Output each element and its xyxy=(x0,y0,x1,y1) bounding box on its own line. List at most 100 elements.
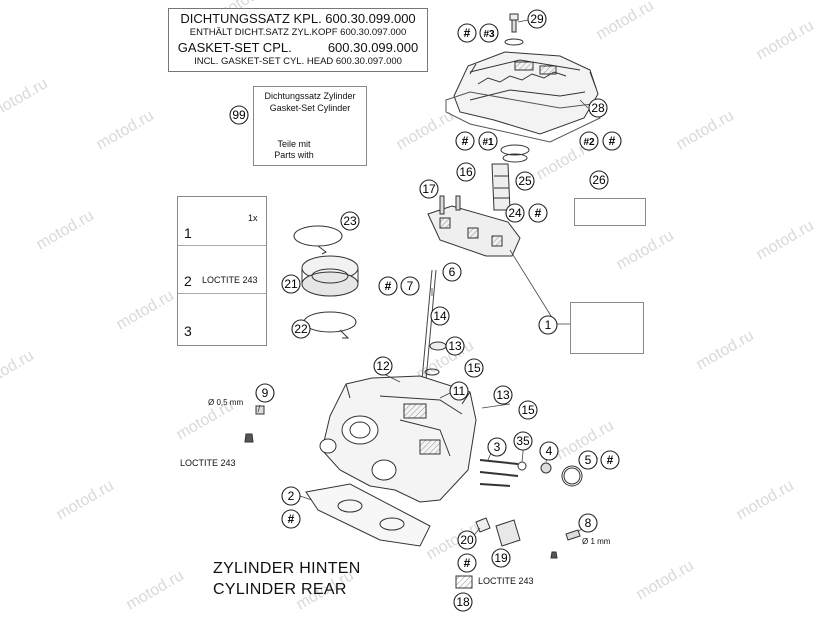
callout-c20: 20 xyxy=(457,530,477,550)
callout-c21: 21 xyxy=(281,274,301,294)
step-2-label: 2 xyxy=(184,273,192,289)
callout-c6-ring xyxy=(442,262,462,282)
callout-c-hash-7-label: # xyxy=(385,279,392,293)
callout-c13b-ring xyxy=(493,385,513,405)
callout-c28-label: 28 xyxy=(591,101,605,115)
callout-c-hash-5: # xyxy=(600,450,620,470)
loctite-left-label: LOCTITE 243 xyxy=(180,458,236,468)
set-box-line-2: Gasket-Set Cylinder xyxy=(269,103,351,113)
callout-c18b: 18 xyxy=(453,592,473,612)
callout-c-hash-mid-ring xyxy=(455,131,475,151)
watermark-text: motod.ru xyxy=(124,567,187,613)
callout-c8: 8 xyxy=(578,513,598,533)
watermark-text: motod.ru xyxy=(394,107,457,153)
callout-c-h2-right: #2 xyxy=(579,131,599,151)
callout-c22: 22 xyxy=(291,319,311,339)
count-label: 1x xyxy=(248,213,258,223)
callout-c6-label: 6 xyxy=(449,265,456,279)
watermark-text: motod.ru xyxy=(0,347,37,393)
callout-c-hash-5-label: # xyxy=(607,453,614,467)
callout-c7-label: 7 xyxy=(407,279,414,293)
callout-c12-label: 12 xyxy=(376,359,390,373)
callout-c9: 9 xyxy=(255,383,275,403)
callout-c1-label: 1 xyxy=(545,318,552,332)
callout-c14-ring xyxy=(430,306,450,326)
watermark-text: motod.ru xyxy=(614,227,677,273)
callout-c15b-label: 15 xyxy=(521,403,535,417)
set-box-line-4: Parts with xyxy=(274,150,314,160)
watermark-text: motod.ru xyxy=(594,0,657,43)
callout-c-hash-7: # xyxy=(378,276,398,296)
header-line-1: DICHTUNGSSATZ KPL. 600.30.099.000 xyxy=(180,11,416,26)
callout-c12-ring xyxy=(373,356,393,376)
callout-c-hash-20: # xyxy=(457,553,477,573)
diameter-0-5-label: Ø 0,5 mm xyxy=(208,398,244,407)
callout-c20-label: 20 xyxy=(460,533,474,547)
callout-c3-label: 3 xyxy=(494,440,501,454)
callout-c9-label: 9 xyxy=(262,386,269,400)
header-line-3: GASKET-SET CPL. 600.30.099.000 xyxy=(177,40,419,55)
callout-c2-ring xyxy=(281,486,301,506)
callout-c13b: 13 xyxy=(493,385,513,405)
callout-c-hash-24: # xyxy=(528,203,548,223)
callout-c-hash-5-ring xyxy=(600,450,620,470)
callout-c18b-ring xyxy=(453,592,473,612)
callout-c13a-ring xyxy=(445,336,465,356)
callout-c16: 16 xyxy=(456,162,476,182)
callout-c4-ring xyxy=(539,441,559,461)
gasket-set-cylinder-box: Dichtungssatz Zylinder Gasket-Set Cylind… xyxy=(253,86,367,166)
callout-c17-ring xyxy=(419,179,439,199)
callout-99: 99 xyxy=(229,105,249,125)
watermark-text: motod.ru xyxy=(34,207,97,253)
callout-c-hash-mid: # xyxy=(455,131,475,151)
callout-c24: 24 xyxy=(505,203,525,223)
callout-c28: 28 xyxy=(588,98,608,118)
callout-c35: 35 xyxy=(513,431,533,451)
watermark-text: motod.ru xyxy=(114,287,177,333)
callout-c23-label: 23 xyxy=(343,214,357,228)
watermark-text: motod.ru xyxy=(674,107,737,153)
callout-c-h2-right-ring xyxy=(579,131,599,151)
callout-c35-label: 35 xyxy=(516,434,530,448)
callout-c8-label: 8 xyxy=(585,516,592,530)
callout-c13a-label: 13 xyxy=(448,339,462,353)
callout-c-hash-2-label: # xyxy=(288,512,295,526)
callout-c23-ring xyxy=(340,211,360,231)
callout-c25: 25 xyxy=(515,171,535,191)
callout-c5-ring xyxy=(578,450,598,470)
callout-c-hash-right-ring xyxy=(602,131,622,151)
callout-c18b-label: 18 xyxy=(456,595,470,609)
callout-c14: 14 xyxy=(430,306,450,326)
callout-c8-ring xyxy=(578,513,598,533)
callout-c-h3-top-ring xyxy=(479,23,499,43)
callout-c19: 19 xyxy=(491,548,511,568)
watermark-text: motod.ru xyxy=(734,477,797,523)
callout-c-hash-mid-label: # xyxy=(462,134,469,148)
callout-c-hash-2-ring xyxy=(281,509,301,529)
callout-c25-label: 25 xyxy=(518,174,532,188)
diameter-1-label: Ø 1 mm xyxy=(582,537,611,546)
callout-c-hash-24-ring xyxy=(528,203,548,223)
callout-c11-ring xyxy=(449,381,469,401)
callout-c29-label: 29 xyxy=(530,12,544,26)
watermark-text: motod.ru xyxy=(694,327,757,373)
assembly-steps-panel: 1 2 3 1x LOCTITE 243 xyxy=(177,196,267,346)
callout-c3: 3 xyxy=(487,437,507,457)
callout-c26-ring xyxy=(589,170,609,190)
callout-c17: 17 xyxy=(419,179,439,199)
callout-c21-label: 21 xyxy=(284,277,298,291)
header-line-4: INCL. GASKET-SET CYL. HEAD 600.30.097.00… xyxy=(194,56,402,67)
callout-c5-label: 5 xyxy=(585,453,592,467)
callout-c29: 29 xyxy=(527,9,547,29)
callout-c12: 12 xyxy=(373,356,393,376)
callout-c22-label: 22 xyxy=(294,322,308,336)
callout-c-hash-24-label: # xyxy=(535,206,542,220)
callout-c-h1-mid: #1 xyxy=(478,131,498,151)
callout-c19-ring xyxy=(491,548,511,568)
callout-c26: 26 xyxy=(589,170,609,190)
callout-c22-ring xyxy=(291,319,311,339)
set-box-line-1: Dichtungssatz Zylinder xyxy=(264,91,356,101)
loctite-step-2: LOCTITE 243 xyxy=(202,275,258,285)
set-box-line-3: Teile mit xyxy=(277,139,311,149)
callout-c15a: 15 xyxy=(464,358,484,378)
